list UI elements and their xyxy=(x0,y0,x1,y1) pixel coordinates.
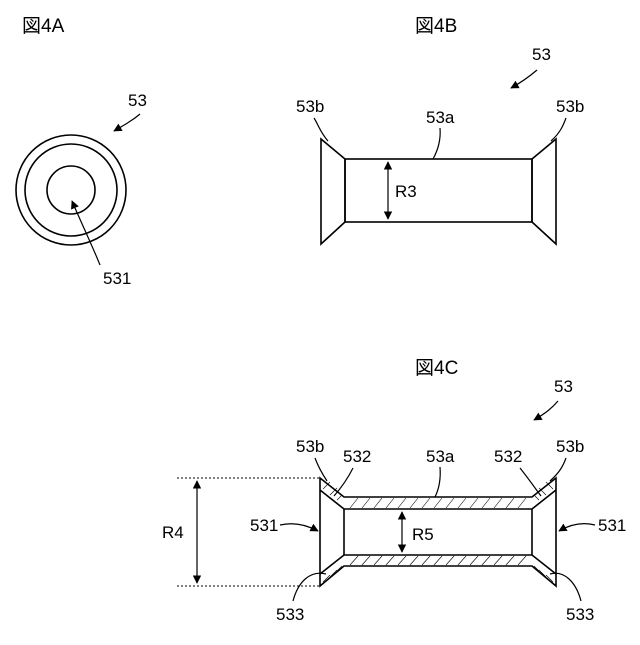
fig-4a-part-label: 53 xyxy=(128,91,147,110)
fig-4c-right-flange-leader xyxy=(550,458,566,481)
fig-4b-left-flange-leader xyxy=(314,118,328,141)
fig-4c-outer-outline xyxy=(320,478,556,586)
fig-4b-r3-label: R3 xyxy=(395,182,417,201)
fig-4b-body-leader xyxy=(433,128,440,159)
fig-4c-left-flange-leader xyxy=(315,458,327,481)
fig-4c-left-flange-label: 53b xyxy=(296,437,324,456)
fig-4c-part-arrow xyxy=(534,401,558,420)
fig-4c-bottom-left-label: 533 xyxy=(276,605,304,624)
fig-4b-body-label: 53a xyxy=(426,108,455,127)
fig-4c-inner-left-label: 532 xyxy=(343,447,371,466)
fig-4c-part-label: 53 xyxy=(554,377,573,396)
fig-4b-right-flange-label: 53b xyxy=(556,97,584,116)
fig-4b-body-rect xyxy=(345,159,532,222)
fig-4c-inner-bottom-line xyxy=(320,555,556,574)
fig-4c-bottom-right-label: 533 xyxy=(566,605,594,624)
fig-4b-right-flange xyxy=(532,139,556,244)
fig-4c-inner-left-leader xyxy=(334,468,353,496)
figure-4b-title: 図4B xyxy=(415,16,457,37)
fig-4c-r4-label: R4 xyxy=(162,523,184,542)
fig-4a-center-arrow xyxy=(72,201,100,265)
fig-4c-body-label: 53a xyxy=(426,447,455,466)
figure-4c-title: 図4C xyxy=(415,358,458,379)
fig-4c-bottom-wall-hatching xyxy=(350,556,526,565)
fig-4c-top-wall-hatching xyxy=(350,498,526,508)
outer-ring-outer-circle xyxy=(16,135,126,245)
fig-4b-left-flange-label: 53b xyxy=(296,97,324,116)
outer-ring-inner-circle xyxy=(25,144,117,236)
center-hole-circle xyxy=(47,166,95,214)
figure-4a-title: 図4A xyxy=(22,16,65,37)
fig-4c-body-leader xyxy=(435,467,440,497)
fig-4b-right-flange-leader xyxy=(551,118,566,141)
fig-4c-inner-right-leader xyxy=(520,468,541,496)
fig-4c-right-flange-label: 53b xyxy=(556,437,584,456)
figure-4a: 図4A 53 531 xyxy=(16,16,147,288)
fig-4a-center-label: 531 xyxy=(103,269,131,288)
fig-4c-inner-top-line xyxy=(320,490,556,509)
fig-4b-part-arrow xyxy=(511,70,537,88)
fig-4b-part-label: 53 xyxy=(532,45,551,64)
fig-4c-inner-right-label: 532 xyxy=(494,447,522,466)
fig-4c-side-left-label: 531 xyxy=(250,516,278,535)
figure-4c: 図4C 53 R4 xyxy=(162,358,626,624)
fig-4c-side-right-arrow xyxy=(559,524,595,531)
fig-4c-side-left-arrow xyxy=(280,524,318,531)
fig-4c-bottom-left-leader xyxy=(293,573,326,601)
fig-4a-part-arrow xyxy=(114,114,140,131)
fig-4c-bottom-right-leader xyxy=(550,573,581,601)
fig-4b-left-flange xyxy=(321,139,345,244)
fig-4c-side-right-label: 531 xyxy=(598,516,626,535)
fig-4c-r5-label: R5 xyxy=(412,525,434,544)
figure-4b: 図4B 53 R3 53b 53a 53b xyxy=(296,16,584,244)
